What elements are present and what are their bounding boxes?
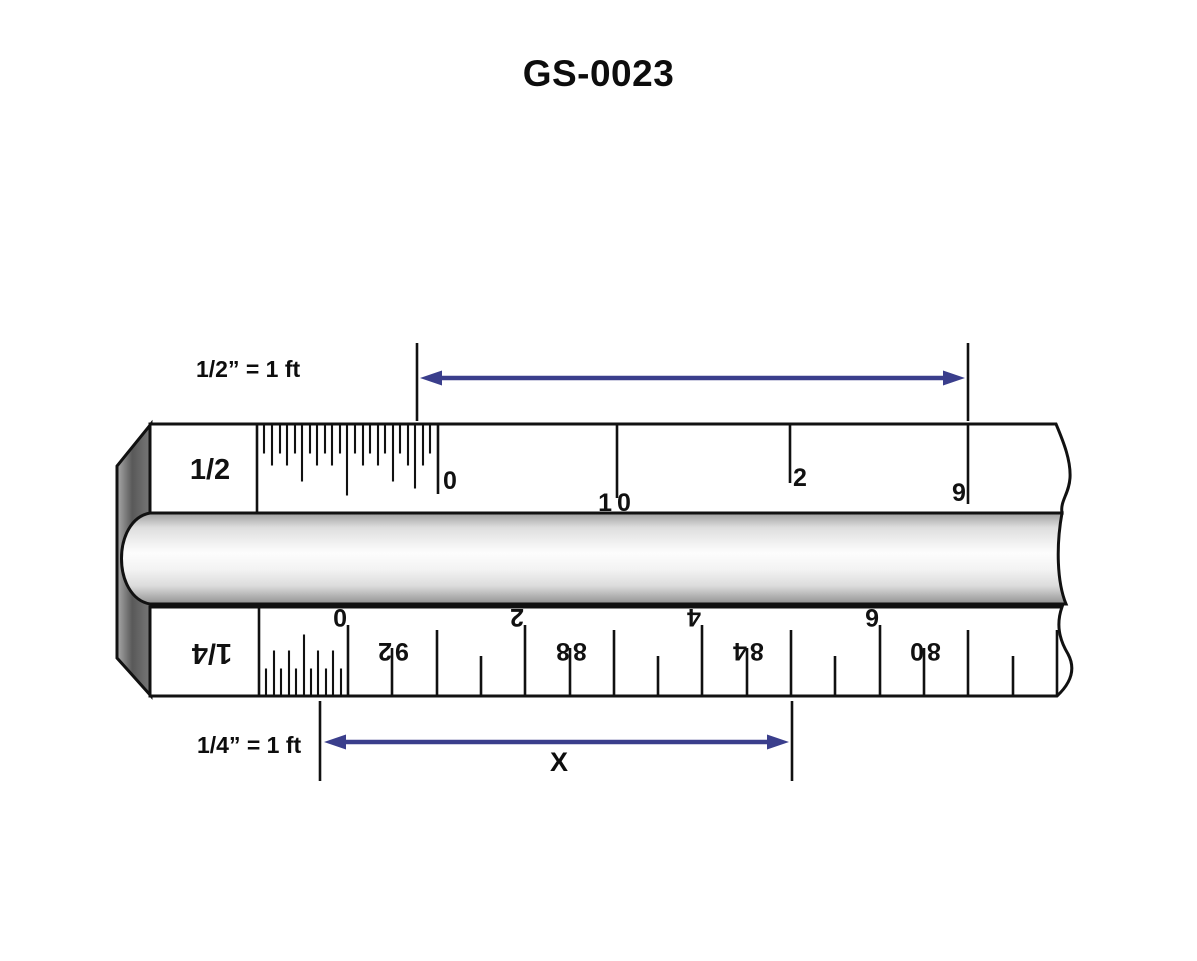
- lower-scale-legend: 1/4” = 1 ft: [197, 732, 302, 758]
- lower-scale-number: 84: [730, 637, 764, 665]
- upper-scale-name: 1/2: [190, 454, 230, 486]
- upper-dimension-arrow-head-right: [943, 370, 965, 386]
- upper-scale-number: 0: [443, 467, 457, 495]
- x-dimension-label: X: [549, 747, 568, 777]
- upper-scale-legend: 1/2” = 1 ft: [196, 356, 301, 382]
- upper-band-face: [148, 422, 1072, 515]
- lower-scale-number: 80: [907, 637, 941, 665]
- lower-scale-number: 92: [375, 637, 409, 665]
- upper-scale-number: 2: [793, 464, 807, 492]
- lower-scale-number: 2: [510, 603, 524, 631]
- lower-scale-number: 88: [553, 637, 587, 665]
- upper-scale-number: 10: [598, 489, 636, 517]
- lower-band-face: [148, 605, 1074, 698]
- lower-scale-number: 0: [333, 603, 347, 631]
- upper-scale-number: 9: [952, 479, 966, 507]
- lower-scale-number: 6: [865, 603, 879, 631]
- lower-scale-name: 1/4: [192, 637, 232, 669]
- figure-title: GS-0023: [522, 53, 675, 94]
- lower-scale-number: 4: [687, 603, 701, 631]
- lower-dimension-arrow-head-right: [767, 734, 789, 750]
- ruler-roll: [120, 511, 1069, 606]
- lower-dimension-arrow-head-left: [324, 734, 346, 750]
- upper-dimension-arrow-head-left: [420, 370, 442, 386]
